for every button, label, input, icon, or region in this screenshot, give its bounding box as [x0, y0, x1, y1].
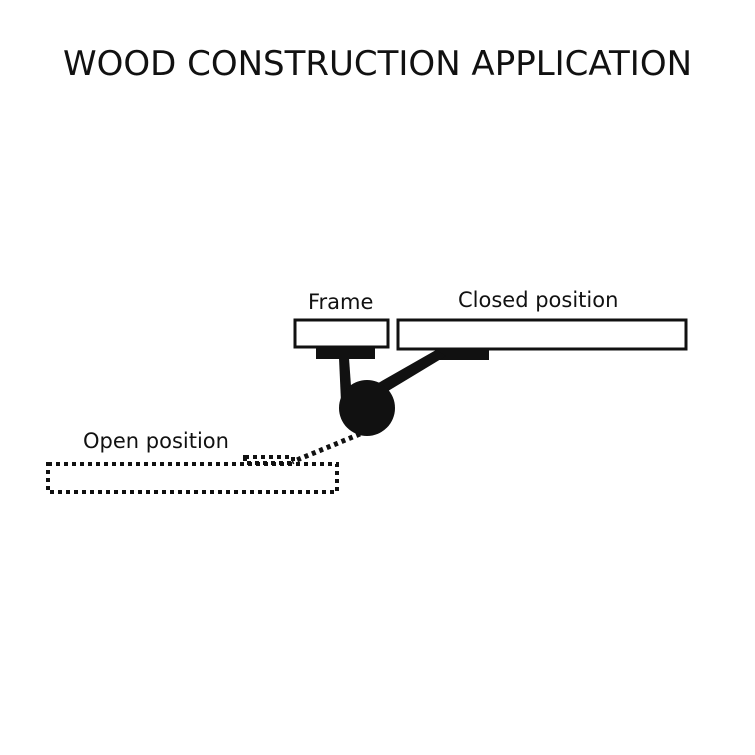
door-closed: [396, 318, 688, 351]
frame-label: Frame: [308, 290, 373, 314]
door-open-dotted: [46, 462, 339, 494]
open-door-mount-plate-dotted: [243, 455, 295, 465]
frame-mount-plate: [316, 348, 375, 359]
hinge-knuckle: [339, 380, 395, 436]
open-position-label: Open position: [83, 429, 229, 453]
closed-position-label: Closed position: [458, 288, 618, 312]
door-mount-plate: [435, 349, 489, 360]
page-title: WOOD CONSTRUCTION APPLICATION: [62, 44, 693, 84]
hinge-arm-open-dotted: [291, 431, 361, 465]
frame-board: [293, 318, 390, 349]
